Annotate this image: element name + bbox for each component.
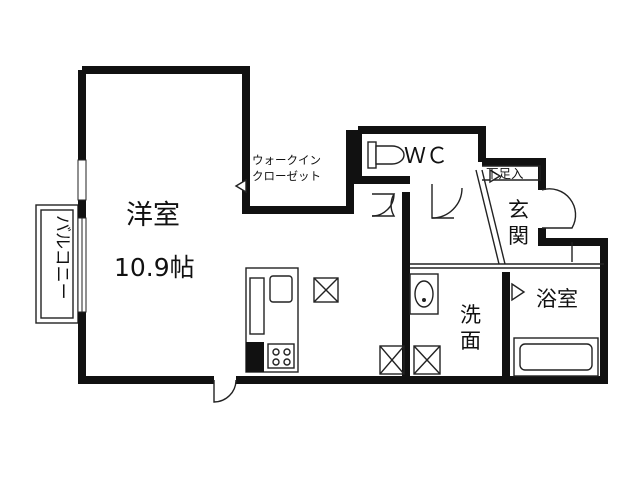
washroom-label-top: 洗: [460, 303, 481, 327]
entrance-door: [541, 188, 577, 229]
stove-icon: [267, 343, 295, 369]
hall-door: [431, 184, 463, 219]
balcony-window: [77, 159, 87, 313]
kitchen-counter: [245, 267, 299, 373]
wash-door-indicator: [489, 168, 502, 184]
sink-icon: [269, 275, 293, 303]
entrance-label-top: 玄: [508, 198, 529, 222]
entrance-label-bottom: 関: [508, 224, 529, 248]
wash-basin-icon: [409, 273, 439, 315]
entry-door: [213, 379, 237, 403]
washroom-label-bottom: 面: [460, 329, 481, 353]
refrigerator-space: [246, 342, 264, 372]
toilet-label: ＷＣ: [404, 144, 448, 169]
balcony: バルコニー: [35, 204, 79, 324]
closet-label-1: ウォークイン: [252, 153, 321, 167]
toilet-icon: [367, 141, 405, 169]
shoe-box-label: 下足入: [486, 166, 524, 181]
western-room-size: 10.9帖: [114, 253, 195, 282]
toilet-door: [371, 193, 396, 217]
storage-boxes: [379, 345, 441, 375]
closet-label-2: クローゼット: [252, 169, 321, 183]
bath-door-indicator: [511, 282, 526, 302]
bathroom-label: 浴室: [536, 287, 578, 311]
balcony-label: バルコニー: [52, 215, 72, 300]
bathtub-icon: [513, 337, 599, 377]
vent-icon: [313, 277, 339, 303]
closet-door-indicator: [234, 178, 247, 194]
western-room-label: 洋室: [126, 200, 180, 231]
partitions: [410, 165, 604, 269]
